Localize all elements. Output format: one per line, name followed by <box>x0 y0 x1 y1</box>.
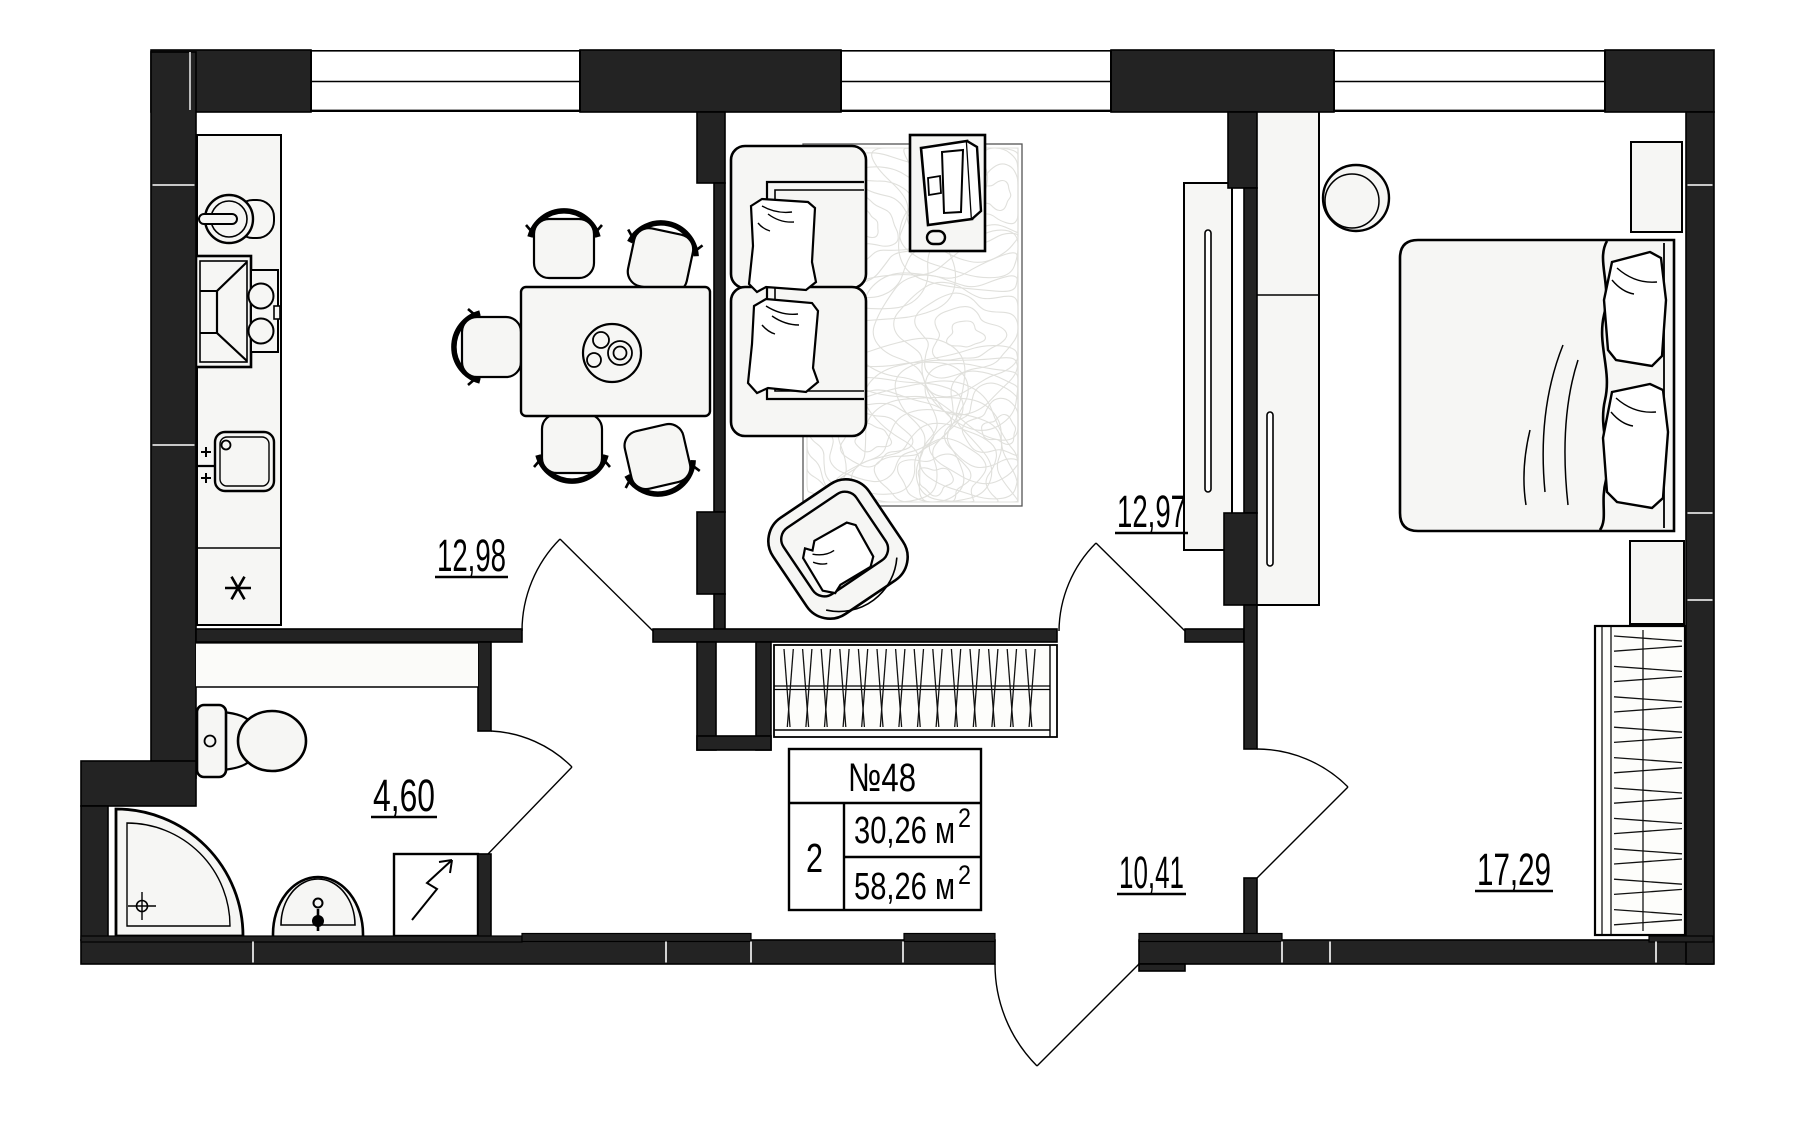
svg-text:2: 2 <box>806 835 823 881</box>
svg-text:4,60: 4,60 <box>373 770 435 821</box>
svg-text:10,41: 10,41 <box>1119 847 1184 898</box>
svg-text:12,97: 12,97 <box>1117 486 1186 537</box>
svg-text:30,26 м: 30,26 м <box>854 810 955 852</box>
svg-text:№48: №48 <box>848 756 916 800</box>
svg-text:2: 2 <box>958 860 971 890</box>
svg-text:12,98: 12,98 <box>437 530 506 581</box>
svg-text:58,26 м: 58,26 м <box>854 866 955 908</box>
svg-text:2: 2 <box>958 803 971 833</box>
svg-text:17,29: 17,29 <box>1477 844 1551 895</box>
